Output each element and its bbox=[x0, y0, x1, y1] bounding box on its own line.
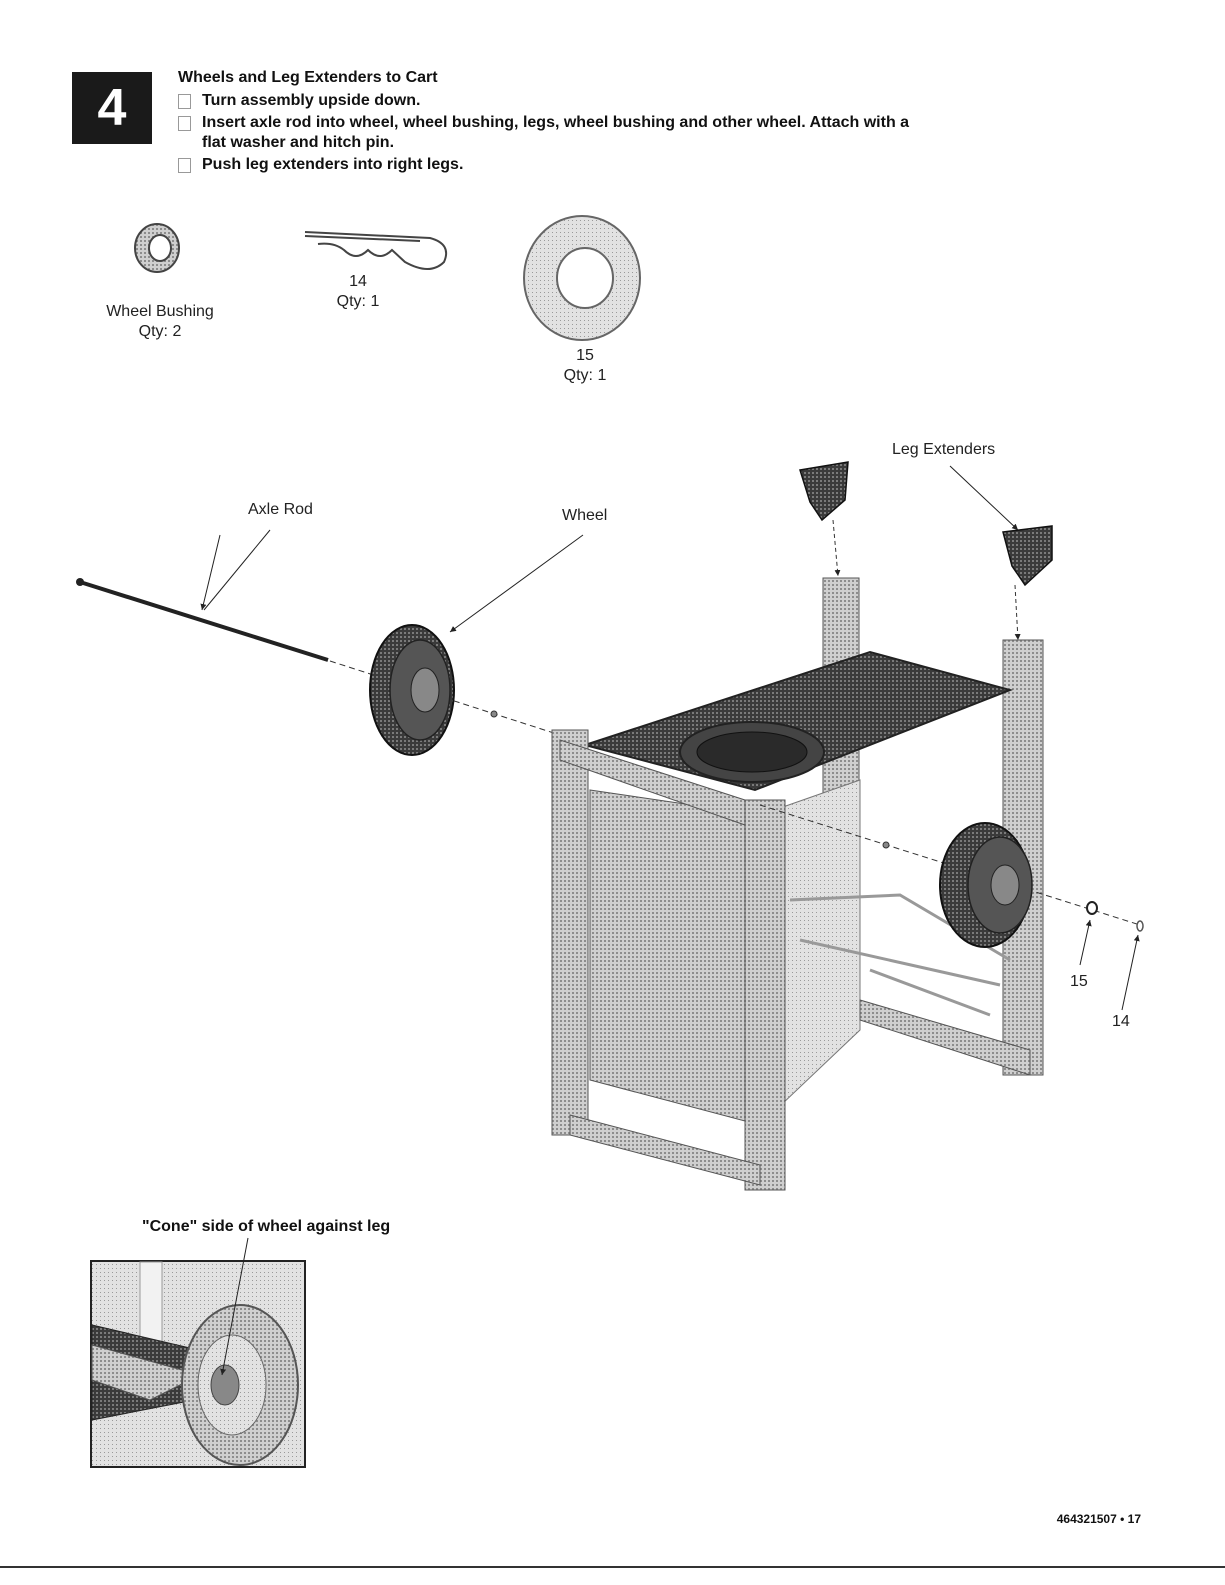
part-qty: Qty: 1 bbox=[563, 367, 607, 384]
instruction-text: Turn assembly upside down. bbox=[202, 92, 421, 109]
part-number: 15 bbox=[576, 347, 594, 364]
hitch-pin-label: 14 Qty: 1 bbox=[318, 272, 398, 312]
checkbox-icon[interactable] bbox=[178, 116, 191, 131]
instruction-text: Push leg extenders into right legs. bbox=[202, 156, 464, 173]
instruction-text: Insert axle rod into wheel, wheel bushin… bbox=[202, 114, 910, 131]
flat-washer-icon bbox=[523, 215, 641, 341]
left-wheel bbox=[369, 534, 584, 756]
step-title: Wheels and Leg Extenders to Cart bbox=[178, 69, 438, 86]
leg-extenders-callout: Leg Extenders bbox=[892, 441, 996, 458]
wheel-callout: Wheel bbox=[562, 507, 608, 524]
inset-detail-image bbox=[90, 1237, 306, 1468]
page-reference: 464321507 • 17 bbox=[1056, 1512, 1141, 1526]
part-14-label: 14 bbox=[1112, 1013, 1130, 1030]
inset-caption: "Cone" side of wheel against leg bbox=[142, 1218, 391, 1235]
leg-extender-left bbox=[799, 461, 849, 577]
checkbox-icon[interactable] bbox=[178, 94, 191, 109]
checkbox-icon[interactable] bbox=[178, 158, 191, 173]
wheel-bushing-label: Wheel Bushing Qty: 2 bbox=[95, 302, 225, 342]
step-number: 4 bbox=[97, 79, 127, 137]
part-qty: Qty: 1 bbox=[336, 293, 380, 310]
axle-rod-callout: Axle Rod bbox=[248, 501, 313, 518]
instructions-block: Wheels and Leg Extenders to Cart Turn as… bbox=[178, 68, 978, 177]
cart-frame bbox=[551, 577, 1044, 1191]
instruction-item: Insert axle rod into wheel, wheel bushin… bbox=[178, 113, 978, 153]
axle-rod bbox=[76, 529, 561, 736]
bottom-divider bbox=[0, 1566, 1225, 1568]
right-wheel bbox=[759, 804, 1141, 948]
hitch-pin-icon bbox=[304, 231, 448, 270]
leg-extender-right bbox=[949, 465, 1053, 641]
step-number-badge: 4 bbox=[72, 72, 152, 144]
part-number: 14 bbox=[349, 273, 367, 290]
instruction-text: flat washer and hitch pin. bbox=[202, 134, 395, 151]
part-qty: Qty: 2 bbox=[138, 323, 182, 340]
washer-15-callout bbox=[1079, 901, 1098, 966]
pin-14-callout bbox=[1121, 920, 1144, 1011]
part-name: Wheel Bushing bbox=[106, 303, 214, 320]
instruction-item: Push leg extenders into right legs. bbox=[178, 155, 978, 175]
wheel-bushing-icon bbox=[134, 223, 180, 273]
instruction-item: Turn assembly upside down. bbox=[178, 91, 978, 111]
part-15-label: 15 bbox=[1070, 973, 1088, 990]
flat-washer-label: 15 Qty: 1 bbox=[540, 346, 630, 386]
